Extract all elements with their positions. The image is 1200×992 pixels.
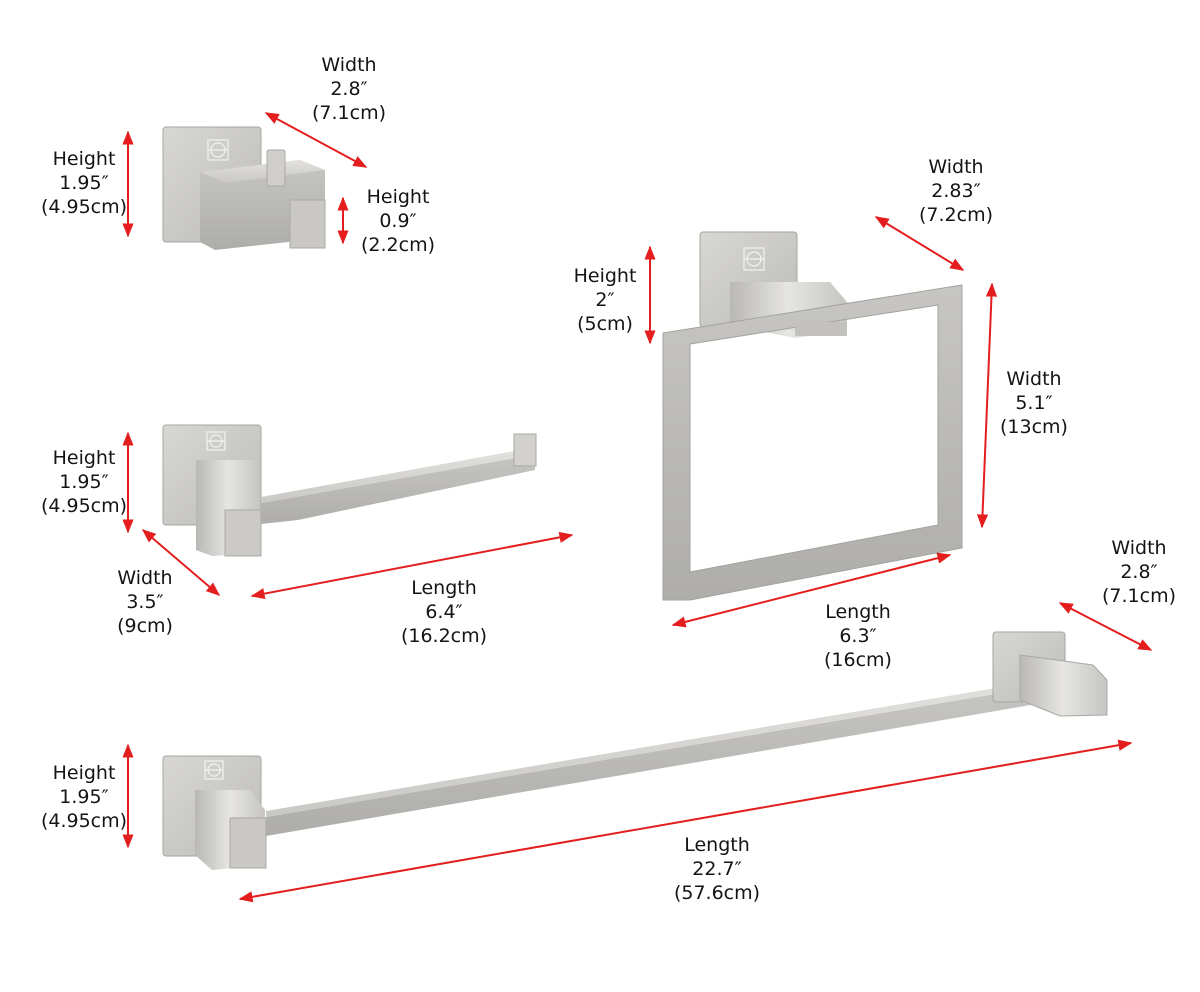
dimension-inches: 2″ <box>595 289 615 311</box>
towel-bar-illustration <box>162 631 1108 870</box>
dimension-title: Width <box>1111 537 1167 559</box>
brand-logo-icon <box>206 431 226 451</box>
dimension-title: Height <box>52 447 116 469</box>
dimension-title: Height <box>573 265 637 287</box>
tp-holder-width-label: Width 3.5″ (9cm) <box>117 566 173 638</box>
dimension-title: Width <box>117 567 173 589</box>
towel-bar-width-label: Width 2.8″ (7.1cm) <box>1102 536 1176 608</box>
brand-logo-icon <box>207 139 229 161</box>
dimension-title: Width <box>321 54 377 76</box>
dimension-arrows <box>122 112 1153 903</box>
towel-ring-length-label: Length 6.3″ (16cm) <box>824 600 892 672</box>
dimension-title: Length <box>411 577 477 599</box>
dimension-inches: 3.5″ <box>126 591 164 613</box>
dimension-title: Width <box>1006 368 1062 390</box>
dimension-inches: 5.1″ <box>1015 392 1053 414</box>
dimension-title: Height <box>52 762 116 784</box>
dimension-cm: (4.95cm) <box>40 810 128 832</box>
dimension-inches: 6.3″ <box>839 625 877 647</box>
dimension-cm: (9cm) <box>117 615 173 637</box>
dimension-cm: (7.1cm) <box>1102 585 1176 607</box>
towel-bar-length-label: Length 22.7″ (57.6cm) <box>674 833 760 905</box>
dimension-cm: (57.6cm) <box>673 882 761 904</box>
dimension-cm: (16.2cm) <box>400 625 488 647</box>
dimension-inches: 2.8″ <box>330 78 368 100</box>
dimension-inches: 1.95″ <box>59 786 109 808</box>
robe-hook-illustration <box>162 126 326 250</box>
dimension-title: Height <box>52 148 116 170</box>
towel-ring-illustration <box>662 231 963 601</box>
robe-hook-height-label: Height 1.95″ (4.95cm) <box>41 147 127 219</box>
dimension-inches: 1.95″ <box>59 471 109 493</box>
tp-holder-height-label: Height 1.95″ (4.95cm) <box>41 446 127 518</box>
dimension-cm: (7.1cm) <box>312 102 386 124</box>
dimension-title: Length <box>825 601 891 623</box>
dimension-inches: 2.8″ <box>1120 561 1158 583</box>
dimension-inches: 0.9″ <box>379 210 417 232</box>
dimension-inches: 6.4″ <box>425 601 463 623</box>
towel-ring-depth-label: Width 2.83″ (7.2cm) <box>919 155 993 227</box>
toilet-paper-holder-illustration <box>162 424 537 557</box>
towel-ring-height-label: Height 2″ (5cm) <box>574 264 637 336</box>
dimension-cm: (5cm) <box>577 313 633 335</box>
dimension-cm: (4.95cm) <box>40 196 128 218</box>
dimension-inches: 1.95″ <box>59 172 109 194</box>
towel-ring-width-label: Width 5.1″ (13cm) <box>1000 367 1068 439</box>
dimension-title: Height <box>366 186 430 208</box>
dimension-cm: (4.95cm) <box>40 495 128 517</box>
dimension-title: Length <box>684 834 750 856</box>
dimension-cm: (13cm) <box>1000 416 1068 438</box>
towel-bar-height-label: Height 1.95″ (4.95cm) <box>41 761 127 833</box>
brand-logo-icon <box>204 760 224 780</box>
dimension-cm: (7.2cm) <box>919 204 993 226</box>
robe-hook-hook-height-label: Height 0.9″ (2.2cm) <box>361 185 435 257</box>
dimension-title: Width <box>928 156 984 178</box>
dimension-inches: 2.83″ <box>931 180 981 202</box>
robe-hook-width-label: Width 2.8″ (7.1cm) <box>312 53 386 125</box>
dimension-inches: 22.7″ <box>692 858 742 880</box>
brand-logo-icon <box>743 247 765 271</box>
tp-holder-length-label: Length 6.4″ (16.2cm) <box>401 576 487 648</box>
dimension-cm: (16cm) <box>824 649 892 671</box>
dimension-cm: (2.2cm) <box>361 234 435 256</box>
